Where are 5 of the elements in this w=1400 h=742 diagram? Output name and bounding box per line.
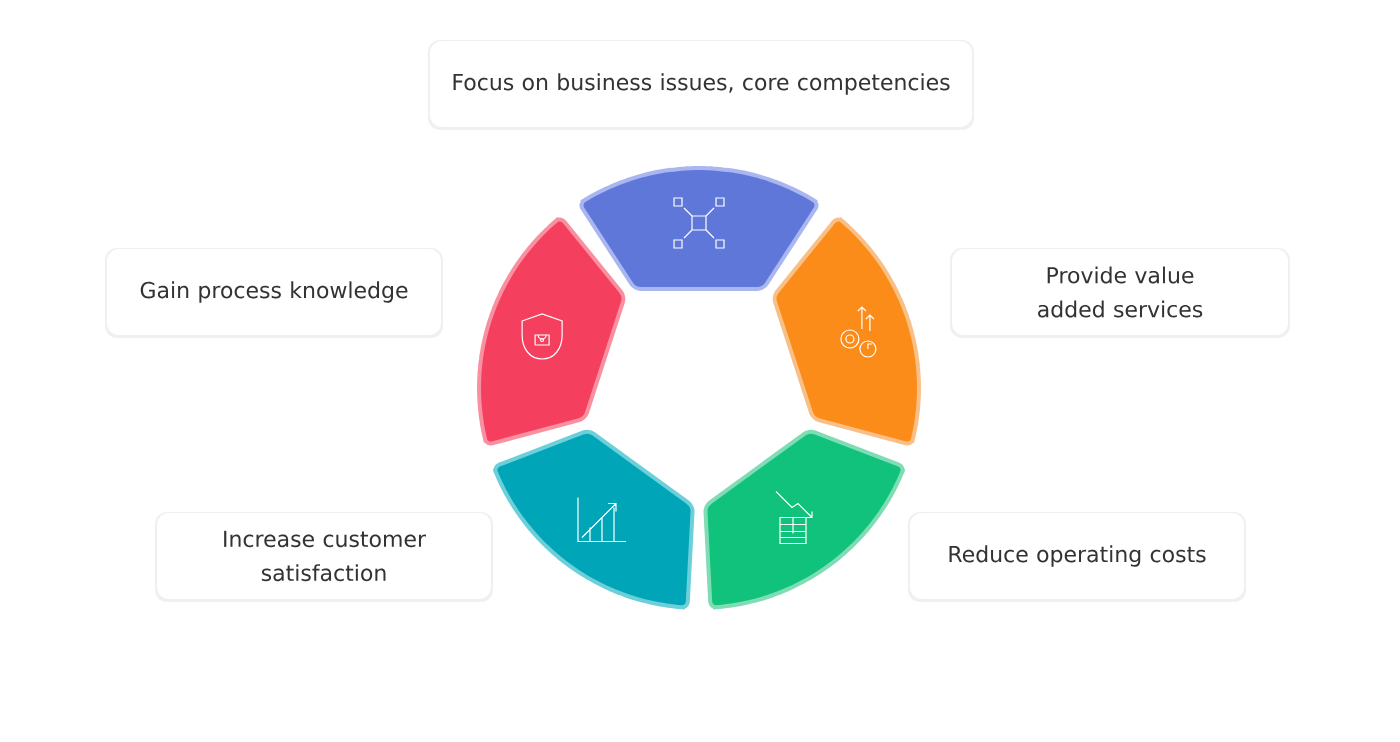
text-card: Provide value added services — [950, 248, 1290, 338]
text-card: Focus on business issues, core competencies — [428, 40, 974, 130]
text-card: Gain process knowledge — [105, 248, 443, 338]
text-card: Reduce operating costs — [908, 512, 1246, 602]
text-card: Increase customer satisfaction — [155, 512, 493, 602]
